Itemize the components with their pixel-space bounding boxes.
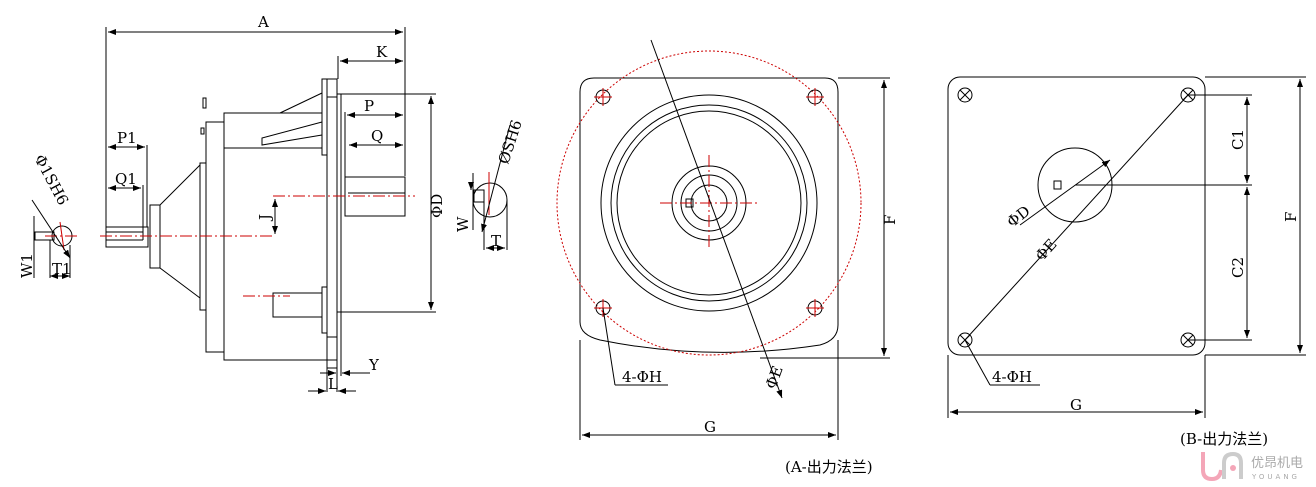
flange-b-view	[947, 76, 1306, 418]
flange-b-holes: 4-ΦH	[992, 368, 1032, 386]
dim-Q1: Q1	[115, 170, 137, 188]
output-shaft-diameter: ØSH6	[495, 118, 526, 167]
flange-b-dim-C2: C2	[1229, 257, 1247, 278]
flange-b-caption: (B-出力法兰)	[1180, 430, 1268, 448]
input-key-detail	[31, 199, 78, 279]
dim-K: K	[376, 43, 388, 61]
logo-text-cn: 优昂机电	[1251, 456, 1303, 471]
flange-a-caption: (A-出力法兰)	[785, 458, 873, 476]
dim-L: L	[328, 375, 338, 393]
gearbox-outline	[105, 78, 406, 369]
dim-W1: W1	[18, 253, 36, 278]
flange-b-dim-F: F	[1282, 212, 1300, 222]
dim-J: J	[256, 214, 274, 222]
flange-b-dim-G: G	[1070, 396, 1082, 414]
dim-Y: Y	[368, 356, 380, 374]
dim-Q: Q	[371, 127, 383, 145]
flange-b-dim-D: ΦD	[1003, 202, 1033, 231]
dim-W: W	[454, 216, 472, 232]
flange-a-holes: 4-ΦH	[622, 368, 662, 386]
bolt-holes	[594, 88, 824, 317]
logo-text-en: YOUANG	[1251, 473, 1300, 481]
flange-a-dim-F: F	[881, 215, 899, 225]
side-view: A K P Q P1 Q1 J ΦD Y L Φ1SH6 W1 T1 ØSH6 …	[18, 13, 526, 394]
flange-a-view	[556, 39, 890, 440]
flange-a-dim-E: ΦE	[762, 363, 787, 391]
flange-b-dim-C1: C1	[1229, 129, 1247, 150]
dim-T1: T1	[52, 260, 72, 278]
dim-P: P	[364, 97, 374, 115]
dim-P1: P1	[117, 129, 137, 147]
output-key-detail	[468, 124, 511, 251]
input-shaft-diameter: Φ1SH6	[30, 151, 72, 208]
youang-logo: 优昂机电 YOUANG	[1201, 451, 1303, 482]
dim-D: ΦD	[428, 194, 446, 218]
dimension-lines	[105, 27, 436, 394]
dim-A: A	[257, 13, 269, 31]
dim-T: T	[491, 232, 501, 250]
flange-a-dim-G: G	[704, 418, 716, 436]
